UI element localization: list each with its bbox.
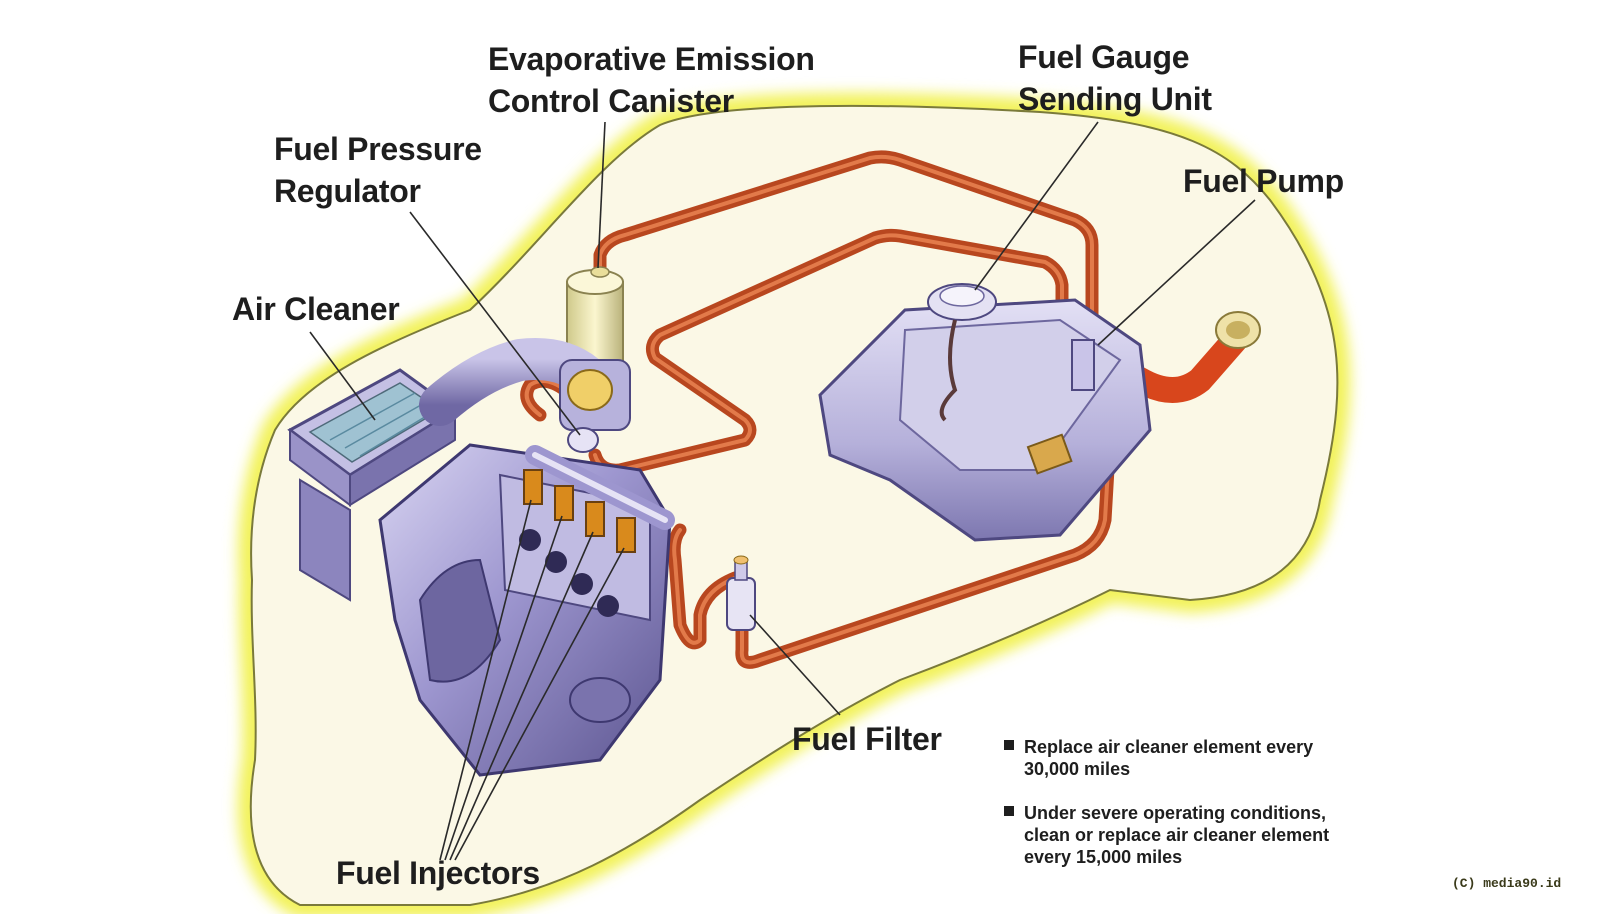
label-fuel-pressure-line2: Regulator bbox=[274, 173, 421, 209]
label-fuel-filter-text: Fuel Filter bbox=[792, 721, 942, 757]
note-line: clean or replace air cleaner element bbox=[1024, 825, 1330, 845]
label-air-cleaner: Air Cleaner bbox=[232, 288, 400, 330]
note-item: Under severe operating conditions, clean… bbox=[1004, 802, 1364, 868]
watermark: (C) media90.id bbox=[1452, 876, 1562, 891]
note-line: Under severe operating conditions, bbox=[1024, 803, 1327, 823]
engine bbox=[378, 359, 675, 777]
label-evap-canister: Evaporative Emission Control Canister bbox=[488, 38, 815, 122]
label-fuel-injectors-text: Fuel Injectors bbox=[336, 855, 540, 891]
label-fuel-pump-text: Fuel Pump bbox=[1183, 163, 1344, 199]
label-fuel-gauge-line1: Fuel Gauge bbox=[1018, 39, 1190, 75]
fuel-tank bbox=[818, 283, 1152, 542]
fuel-filter-illustration bbox=[726, 555, 756, 631]
note-item: Replace air cleaner element every 30,000… bbox=[1004, 736, 1364, 780]
label-evap-canister-line1: Evaporative Emission bbox=[488, 41, 815, 77]
note-line: 30,000 miles bbox=[1024, 759, 1131, 779]
note-line: every 15,000 miles bbox=[1024, 847, 1183, 867]
note-line: Replace air cleaner element every bbox=[1024, 737, 1314, 757]
label-evap-canister-line2: Control Canister bbox=[488, 83, 734, 119]
label-fuel-gauge-line2: Sending Unit bbox=[1018, 81, 1212, 117]
label-fuel-injectors: Fuel Injectors bbox=[336, 852, 540, 894]
maintenance-notes: Replace air cleaner element every 30,000… bbox=[1004, 736, 1364, 890]
label-air-cleaner-text: Air Cleaner bbox=[232, 291, 400, 327]
label-fuel-pump: Fuel Pump bbox=[1183, 160, 1344, 202]
leader-lines bbox=[309, 121, 1256, 861]
label-fuel-pressure-regulator: Fuel Pressure Regulator bbox=[274, 128, 482, 212]
label-fuel-pressure-line1: Fuel Pressure bbox=[274, 131, 482, 167]
bullet-icon bbox=[1004, 806, 1014, 816]
label-fuel-filter: Fuel Filter bbox=[792, 718, 942, 760]
bullet-icon bbox=[1004, 740, 1014, 750]
fuel-injectors-illustration bbox=[523, 469, 636, 553]
filler-neck bbox=[1127, 311, 1261, 403]
label-fuel-gauge: Fuel Gauge Sending Unit bbox=[1018, 36, 1212, 120]
air-cleaner bbox=[287, 338, 606, 602]
